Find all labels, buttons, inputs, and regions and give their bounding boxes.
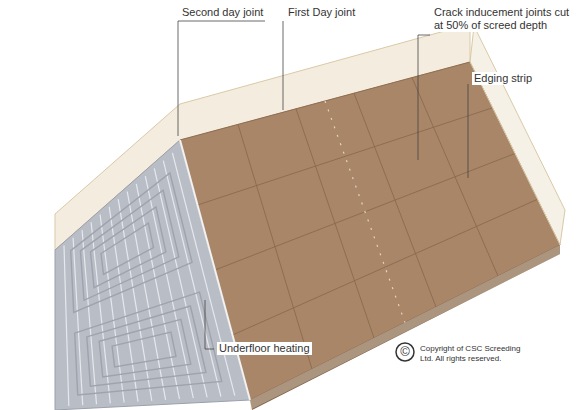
pipe-loop — [91, 207, 166, 288]
pipe-loop — [80, 190, 178, 300]
leader-line — [178, 21, 265, 136]
stroke — [325, 101, 405, 323]
stroke — [198, 108, 493, 205]
copyright-circle — [396, 343, 414, 361]
copyright-note: Copyright of CSC Screeding Ltd. All righ… — [420, 344, 532, 364]
stroke — [233, 199, 538, 335]
leader-line — [205, 300, 214, 349]
screed-edge — [250, 245, 560, 410]
leader-line — [418, 35, 430, 160]
pipe-loop — [75, 292, 222, 395]
leader-line — [468, 84, 469, 178]
edging-strip-front — [250, 245, 560, 410]
second-day-joint — [180, 140, 250, 400]
part-label: Underfloor heating — [217, 342, 312, 355]
edging-strip-right — [470, 26, 565, 245]
joint-label: First Day joint — [286, 6, 357, 19]
pipe-loop — [87, 306, 206, 386]
stroke — [64, 246, 69, 406]
joint-label: Crack inducement joints cut at 50% of sc… — [432, 6, 576, 32]
pipe-loop — [99, 319, 191, 377]
pipe-loop — [71, 173, 192, 313]
joint-label: Second day joint — [180, 6, 265, 19]
part-label: Edging strip — [472, 72, 534, 85]
pipe-loop — [112, 332, 176, 367]
crack-joints — [198, 78, 538, 369]
pipe-loop — [101, 223, 154, 274]
leader-line — [283, 21, 284, 110]
copyright-symbol: © — [398, 343, 412, 361]
